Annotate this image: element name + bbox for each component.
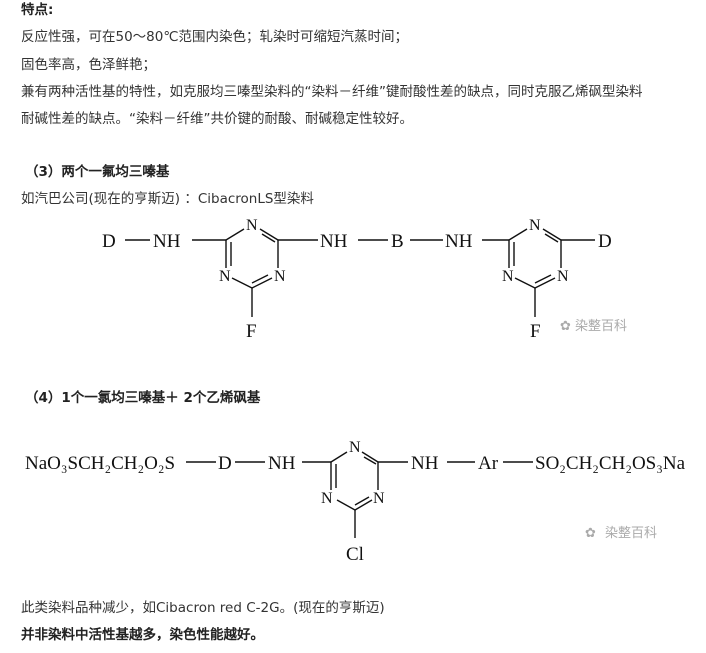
conclusion: 并非染料中活性基越多，染色性能越好。 bbox=[21, 627, 264, 643]
nh-label: NH bbox=[445, 231, 473, 252]
nh-label: NH bbox=[411, 453, 439, 474]
nh-label: NH bbox=[268, 453, 296, 474]
ring-n: N bbox=[557, 268, 569, 285]
dye-label: D bbox=[218, 453, 232, 474]
feature-line: 耐碱性差的缺点。“染料－纤维”共价键的耐酸、耐碱稳定性较好。 bbox=[21, 111, 413, 127]
sulfatoethylsulfone-right: SO₂CH₂CH₂OS₃Na bbox=[535, 453, 686, 474]
ring-n: N bbox=[349, 439, 361, 456]
feature-line: 反应性强，可在50～80℃范围内染色；轧染时可缩短汽蒸时间； bbox=[21, 29, 409, 45]
ring-n: N bbox=[373, 490, 385, 507]
section3-heading: （3）两个一氟均三嗪基 bbox=[25, 164, 170, 180]
structure-cibacron-c: NaO₃SCH₂CH₂O₂S D NH N N N Cl NH Ar SO₂CH… bbox=[25, 439, 686, 565]
aryl-label: Ar bbox=[478, 453, 499, 474]
nh-label: NH bbox=[153, 231, 181, 252]
structure-cibacron-ls: D NH N N N F NH B NH N N N F D ✿ 染整百科 bbox=[102, 217, 627, 342]
watermark-icon: ✿ bbox=[560, 319, 571, 334]
watermark-text: 染整百科 bbox=[575, 319, 627, 334]
dye-label: D bbox=[598, 231, 612, 252]
ring-n: N bbox=[246, 217, 258, 234]
dye-label: D bbox=[102, 231, 116, 252]
section3-example: 如汽巴公司(现在的亨斯迈) ：CibacronLS型染料 bbox=[21, 191, 314, 207]
watermark-text: 染整百科 bbox=[605, 526, 657, 541]
ring-n: N bbox=[274, 268, 286, 285]
ring-n: N bbox=[529, 217, 541, 234]
features-heading: 特点: bbox=[21, 2, 54, 18]
feature-line: 固色率高，色泽鲜艳； bbox=[21, 57, 156, 73]
chlorine-label: Cl bbox=[346, 544, 364, 565]
section4-heading: （4）1个一氯均三嗪基＋ 2个乙烯砜基 bbox=[25, 390, 261, 406]
bridge-label: B bbox=[391, 231, 404, 252]
section4-note: 此类染料品种减少，如Cibacron red C-2G。(现在的亨斯迈) bbox=[21, 600, 385, 616]
fluorine-label: F bbox=[246, 321, 257, 342]
watermark-icon: ✿ bbox=[585, 526, 596, 541]
feature-line: 兼有两种活性基的特性，如克服均三嗪型染料的“染料－纤维”键耐酸性差的缺点，同时克… bbox=[21, 84, 643, 100]
ring-n: N bbox=[219, 268, 231, 285]
sulfatoethylsulfone-left: NaO₃SCH₂CH₂O₂S bbox=[25, 453, 175, 474]
nh-label: NH bbox=[320, 231, 348, 252]
ring-n: N bbox=[502, 268, 514, 285]
ring-n: N bbox=[321, 490, 333, 507]
fluorine-label: F bbox=[530, 321, 541, 342]
